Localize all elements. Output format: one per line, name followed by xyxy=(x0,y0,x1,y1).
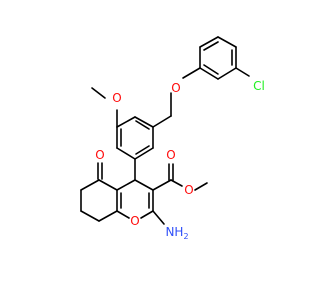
bond xyxy=(134,147,154,160)
bond xyxy=(199,36,219,48)
atom-label-amino-n: NH2 xyxy=(165,225,188,241)
bond xyxy=(217,67,237,80)
bond xyxy=(199,67,219,80)
atom-label-ester-carbonyl-o: O xyxy=(166,148,175,162)
atom-label-methoxy-o: O xyxy=(112,91,121,105)
amino-nh-text: NH xyxy=(165,225,183,239)
bond xyxy=(152,210,165,225)
bond xyxy=(152,179,172,191)
molecule-structure: O Cl O O O O O NH2 xyxy=(80,36,265,241)
atom-label-cl: Cl xyxy=(253,79,265,93)
bond xyxy=(170,179,183,187)
bond xyxy=(134,179,154,191)
bond xyxy=(134,116,154,128)
bond xyxy=(116,179,136,191)
bond xyxy=(194,182,208,191)
bond xyxy=(116,116,136,128)
atom-labels: O Cl O O O O O NH2 xyxy=(95,79,265,241)
bond xyxy=(91,87,106,99)
atom-label-ring-o: O xyxy=(130,214,139,228)
bond xyxy=(80,210,100,222)
atom-label-ester-o: O xyxy=(184,183,193,197)
bond xyxy=(116,147,136,160)
bond xyxy=(140,210,154,219)
bond xyxy=(98,210,118,222)
bond-inner xyxy=(203,64,219,75)
bond xyxy=(98,179,118,191)
bond xyxy=(80,179,100,191)
bond xyxy=(182,67,201,79)
atom-label-ketone-o: O xyxy=(95,148,104,162)
bond xyxy=(235,67,250,77)
bond-inner xyxy=(135,145,150,155)
bonds xyxy=(80,36,250,225)
bond xyxy=(152,115,172,128)
amino-h-subscript: 2 xyxy=(183,232,188,241)
bond-inner xyxy=(203,41,219,51)
bond-inner xyxy=(135,120,150,130)
atom-label-ether-o: O xyxy=(171,81,180,95)
bond xyxy=(116,210,130,219)
bond xyxy=(217,36,237,48)
